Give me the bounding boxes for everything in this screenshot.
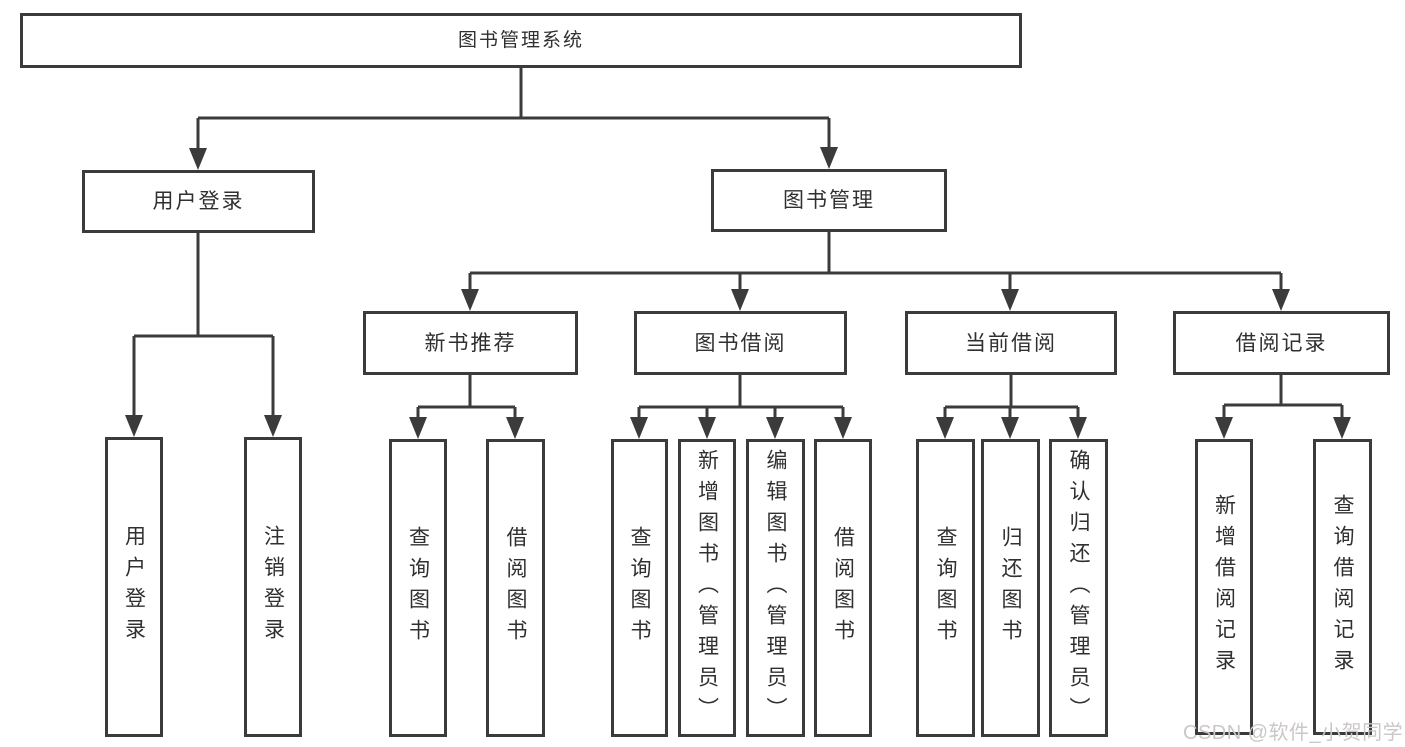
leaf-record-add: 新增借阅记录 [1195, 439, 1253, 735]
csdn-watermark: CSDN @软件_小贺同学 [1183, 722, 1404, 744]
leaf-borrow-add-books-admin: 新增图书（管理员） [678, 439, 736, 737]
leaf-user-login: 用户登录 [105, 437, 163, 737]
leaf-logout: 注销登录 [244, 437, 302, 737]
connector-new-book-children [409, 375, 524, 439]
node-new-book-recommend: 新书推荐 [363, 311, 578, 375]
connector-current-borrow-children [936, 375, 1087, 439]
node-user-login: 用户登录 [82, 170, 315, 233]
leaf-current-return-books: 归还图书 [981, 439, 1040, 737]
node-book-borrow: 图书借阅 [634, 311, 847, 375]
leaf-newbook-borrow-books: 借阅图书 [486, 439, 545, 737]
node-borrow-record: 借阅记录 [1173, 311, 1390, 375]
leaf-borrow-edit-books-admin: 编辑图书（管理员） [746, 439, 805, 737]
leaf-record-query: 查询借阅记录 [1313, 439, 1372, 735]
connector-book-management-sections [461, 232, 1290, 311]
connector-borrow-record-children [1215, 375, 1351, 439]
leaf-current-confirm-return-admin: 确认归还（管理员） [1049, 439, 1108, 737]
node-root: 图书管理系统 [20, 13, 1022, 68]
connector-root-to-level2 [189, 68, 838, 170]
node-current-borrow: 当前借阅 [905, 311, 1117, 375]
leaf-borrow-borrow-books: 借阅图书 [814, 439, 872, 737]
connector-user-login-children [125, 233, 282, 437]
node-book-management: 图书管理 [711, 169, 947, 232]
connector-book-borrow-children [630, 375, 852, 439]
leaf-current-query-books: 查询图书 [916, 439, 975, 737]
leaf-newbook-query-books: 查询图书 [389, 439, 447, 737]
leaf-borrow-query-books: 查询图书 [611, 439, 668, 737]
